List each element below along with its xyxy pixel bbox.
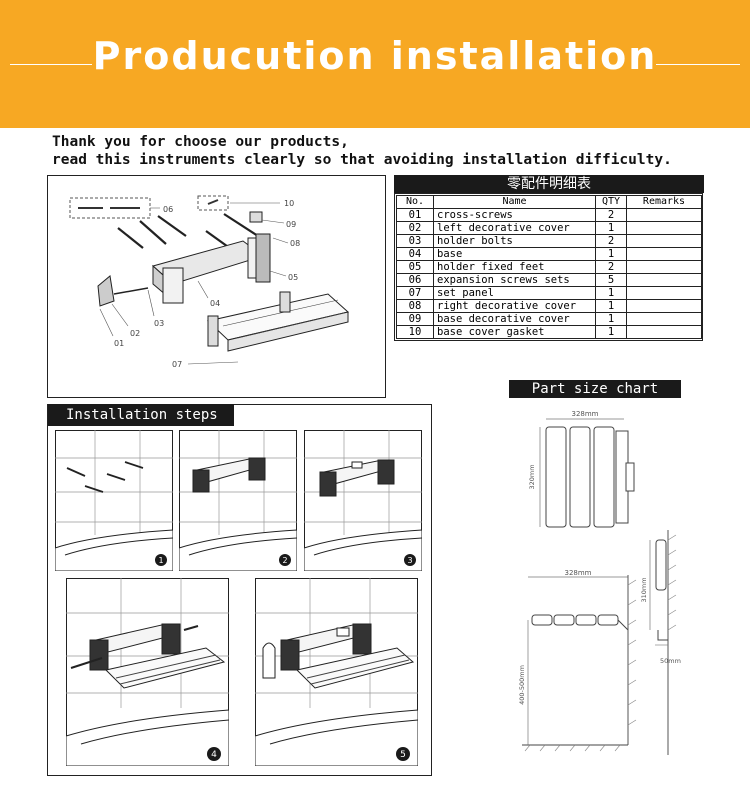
installation-steps-title: Installation steps (48, 404, 234, 426)
step-1-illustration: 1 (55, 430, 173, 571)
row-qty: 1 (595, 312, 627, 326)
label-07: 07 (172, 360, 182, 369)
row-qty: 1 (595, 325, 627, 339)
row-no: 07 (396, 286, 434, 300)
label-03: 03 (154, 319, 164, 328)
row-qty: 1 (595, 221, 627, 235)
row-qty: 2 (595, 234, 627, 248)
row-name: holder bolts (433, 234, 596, 248)
col-qty: QTY (595, 195, 627, 209)
parts-table-header-row: No. Name QTY Remarks (396, 195, 702, 209)
row-name: set panel (433, 286, 596, 300)
dim-mount-height: 400-500mm (518, 665, 526, 705)
step-2-illustration: 2 (179, 430, 297, 571)
dim-depth: 310mm (640, 577, 648, 602)
parts-table-title: 零配件明细表 (394, 175, 704, 193)
label-06: 06 (163, 205, 173, 214)
step-2-number: 2 (282, 556, 287, 565)
step-5-illustration: 5 (255, 578, 418, 766)
step-1-number: 1 (158, 556, 163, 565)
row-remarks (626, 312, 702, 326)
row-remarks (626, 221, 702, 235)
intro-text: Thank you for choose our products, read … (52, 133, 672, 169)
row-qty: 1 (595, 247, 627, 261)
row-no: 04 (396, 247, 434, 261)
col-remarks: Remarks (626, 195, 702, 209)
col-name: Name (433, 195, 596, 209)
dim-width-top: 328mm (572, 410, 599, 418)
row-remarks (626, 208, 702, 222)
row-no: 01 (396, 208, 434, 222)
page-title: Producution installation (92, 34, 658, 78)
row-qty: 1 (595, 286, 627, 300)
intro-line-2: read this instruments clearly so that av… (52, 152, 672, 168)
row-no: 09 (396, 312, 434, 326)
banner-rule-left (10, 64, 92, 65)
row-no: 03 (396, 234, 434, 248)
banner-rule-right (656, 64, 740, 65)
row-no: 06 (396, 273, 434, 287)
row-remarks (626, 325, 702, 339)
label-10: 10 (284, 199, 294, 208)
col-no: No. (396, 195, 434, 209)
row-name: base (433, 247, 596, 261)
step-3-illustration: 3 (304, 430, 422, 571)
step-4-number: 4 (211, 750, 217, 760)
row-name: cross-screws (433, 208, 596, 222)
step-3-number: 3 (407, 556, 412, 565)
row-no: 10 (396, 325, 434, 339)
dim-height-left: 320mm (528, 464, 536, 489)
row-qty: 2 (595, 208, 627, 222)
row-name: left decorative cover (433, 221, 596, 235)
row-no: 08 (396, 299, 434, 313)
label-09: 09 (286, 220, 296, 229)
dim-width-side: 328mm (565, 569, 592, 577)
row-remarks (626, 299, 702, 313)
label-05: 05 (288, 273, 298, 282)
label-04: 04 (210, 299, 220, 308)
step-4-illustration: 4 (66, 578, 229, 766)
label-01: 01 (114, 339, 124, 348)
row-name: base decorative cover (433, 312, 596, 326)
row-name: expansion screws sets (433, 273, 596, 287)
row-no: 02 (396, 221, 434, 235)
row-name: right decorative cover (433, 299, 596, 313)
intro-line-1: Thank you for choose our products, (52, 134, 349, 150)
label-08: 08 (290, 239, 300, 248)
size-chart-drawing: 328mm 320mm 310mm 50mm 328mm 400-500mm (518, 410, 681, 755)
dim-wall-gap: 50mm (660, 657, 681, 665)
size-chart-title: Part size chart (509, 380, 681, 398)
exploded-view-diagram: 06 10 09 08 05 04 03 02 01 07 (69, 195, 350, 369)
row-name: base cover gasket (433, 325, 596, 339)
row-remarks (626, 273, 702, 287)
row-remarks (626, 286, 702, 300)
row-qty: 2 (595, 260, 627, 274)
label-02: 02 (130, 329, 140, 338)
row-no: 05 (396, 260, 434, 274)
row-name: holder fixed feet (433, 260, 596, 274)
row-remarks (626, 247, 702, 261)
row-remarks (626, 260, 702, 274)
step-5-number: 5 (400, 750, 406, 760)
header-banner: Producution installation (0, 0, 750, 128)
row-qty: 1 (595, 299, 627, 313)
row-remarks (626, 234, 702, 248)
row-qty: 5 (595, 273, 627, 287)
